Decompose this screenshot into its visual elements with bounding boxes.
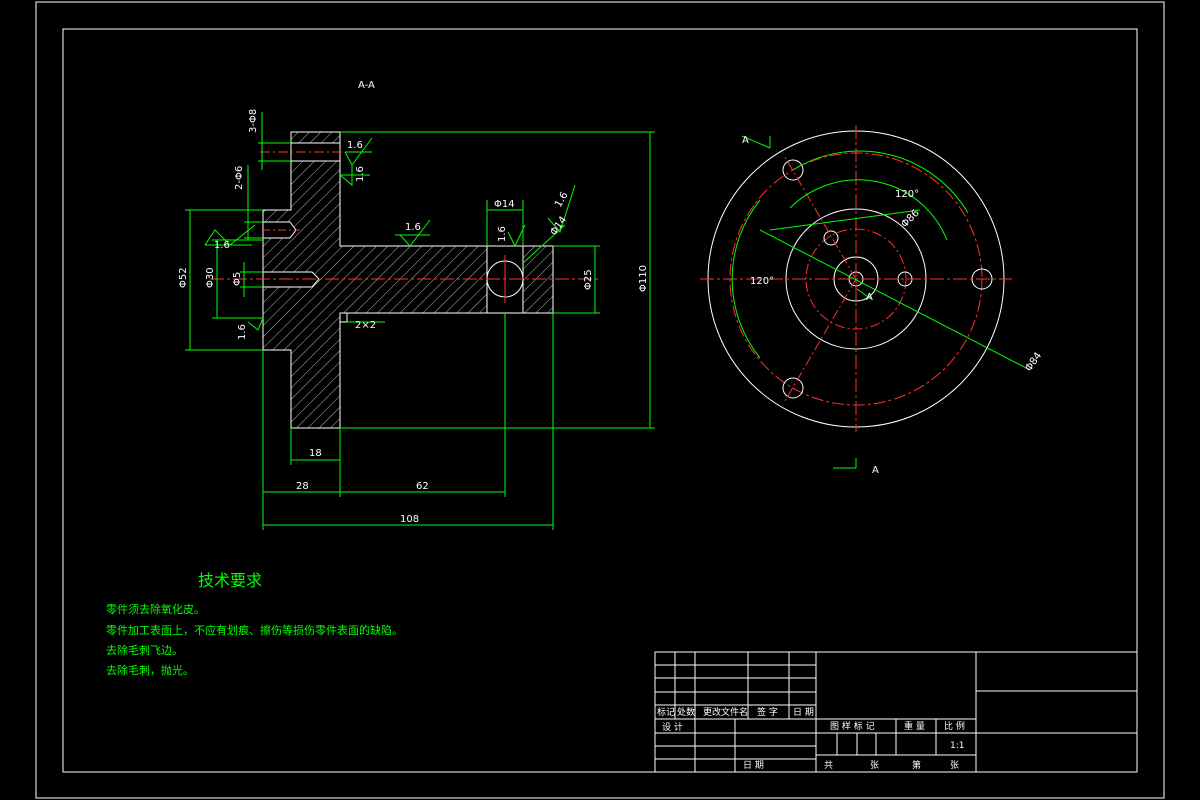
roughness-6: 1.6 bbox=[497, 226, 508, 242]
end-center-diag-1 bbox=[784, 156, 857, 280]
end-dimension-lines bbox=[731, 135, 1031, 469]
end-center-diag-2 bbox=[784, 278, 857, 402]
chamfer-notch bbox=[340, 312, 348, 323]
section-title: A-A bbox=[358, 80, 375, 91]
tb-date2: 日 期 bbox=[743, 760, 764, 771]
dim-3-phi8: 3-Φ8 bbox=[248, 109, 259, 133]
roughness-5: 1.6 bbox=[405, 222, 421, 233]
dim-phi5: Φ5 bbox=[232, 272, 243, 286]
tech-requirements: 技术要求 零件须去除氧化皮。 零件加工表面上，不应有划痕、擦伤等损伤零件表面的缺… bbox=[106, 571, 403, 677]
title-block-texts: 标记 处数 更改文件名 签 字 日 期 设 计 日 期 图 样 标 记 重 量 … bbox=[657, 706, 965, 771]
pin-hole-upper bbox=[823, 230, 839, 246]
tech-item-4: 去除毛刺，抛光。 bbox=[106, 663, 194, 677]
bolt-hole-bottom-left bbox=[782, 377, 804, 399]
tb-scale-value: 1:1 bbox=[950, 741, 964, 751]
dim-28: 28 bbox=[296, 481, 309, 492]
cut-label-top: A bbox=[742, 135, 749, 146]
dimension-lines bbox=[185, 112, 655, 530]
tb-date: 日 期 bbox=[793, 707, 814, 718]
tech-item-2: 零件加工表面上，不应有划痕、擦伤等损伤零件表面的缺陷。 bbox=[106, 623, 403, 637]
tb-count: 处数 bbox=[677, 706, 695, 718]
dim-108: 108 bbox=[400, 514, 419, 525]
roughness-2: 1.6 bbox=[355, 166, 366, 182]
dim-phi14-top: Φ14 bbox=[494, 199, 515, 210]
center-label: A bbox=[866, 292, 873, 303]
dim-phi30: Φ30 bbox=[205, 267, 216, 288]
tech-item-1: 零件须去除氧化皮。 bbox=[106, 602, 205, 616]
dimension-texts: 3-Φ8 2-Φ6 Φ52 Φ30 Φ5 Φ14 Φ14 Φ25 Φ110 2×… bbox=[178, 109, 649, 525]
roughness-4: 1.6 bbox=[237, 324, 248, 340]
roughness-1: 1.6 bbox=[347, 140, 363, 151]
dim-phi14-side: Φ14 bbox=[548, 215, 569, 238]
tech-item-3: 去除毛刺飞边。 bbox=[106, 643, 183, 657]
dim-2-phi6: 2-Φ6 bbox=[234, 166, 245, 190]
dim-18: 18 bbox=[309, 448, 322, 459]
dim-62: 62 bbox=[416, 481, 429, 492]
dim-phi110: Φ110 bbox=[638, 265, 649, 292]
tb-stage-mark: 图 样 标 记 bbox=[830, 720, 875, 732]
angle-top: 120° bbox=[895, 189, 919, 200]
tb-total: 共 bbox=[824, 760, 833, 771]
tb-sheet: 张 bbox=[870, 760, 879, 771]
dim-phi84: Φ84 bbox=[1023, 351, 1044, 374]
bolt-hole-top-left bbox=[782, 159, 804, 181]
tb-scale: 比 例 bbox=[944, 720, 965, 732]
tb-change-doc: 更改文件名 bbox=[703, 706, 748, 718]
roughness-texts: 1.6 1.6 1.6 1.6 1.6 1.6 1.6 bbox=[214, 140, 571, 340]
angle-left: 120° bbox=[750, 276, 774, 287]
outer-border bbox=[35, 1, 1165, 799]
inner-border bbox=[62, 28, 1138, 773]
cut-label-bottom: A bbox=[872, 465, 879, 476]
end-view-texts: A A A 120° 120° Φ86 Φ84 bbox=[742, 135, 1044, 476]
tb-weight: 重 量 bbox=[904, 720, 925, 732]
dim-phi52: Φ52 bbox=[178, 267, 189, 288]
title-block bbox=[654, 651, 1138, 773]
dim-phi86: Φ86 bbox=[899, 208, 921, 230]
roughness-3: 1.6 bbox=[214, 240, 230, 251]
tb-sheet2: 张 bbox=[950, 760, 959, 771]
tech-title: 技术要求 bbox=[198, 571, 262, 590]
tb-th: 第 bbox=[912, 759, 921, 771]
section-view: A-A bbox=[178, 80, 655, 530]
end-view: A A A 120° 120° Φ86 Φ84 bbox=[700, 125, 1044, 476]
dim-phi25: Φ25 bbox=[583, 269, 594, 290]
tb-mark: 标记 bbox=[657, 706, 675, 718]
tb-design: 设 计 bbox=[662, 721, 683, 733]
dim-chamfer: 2×2 bbox=[355, 320, 376, 331]
tb-signature: 签 字 bbox=[757, 706, 778, 718]
